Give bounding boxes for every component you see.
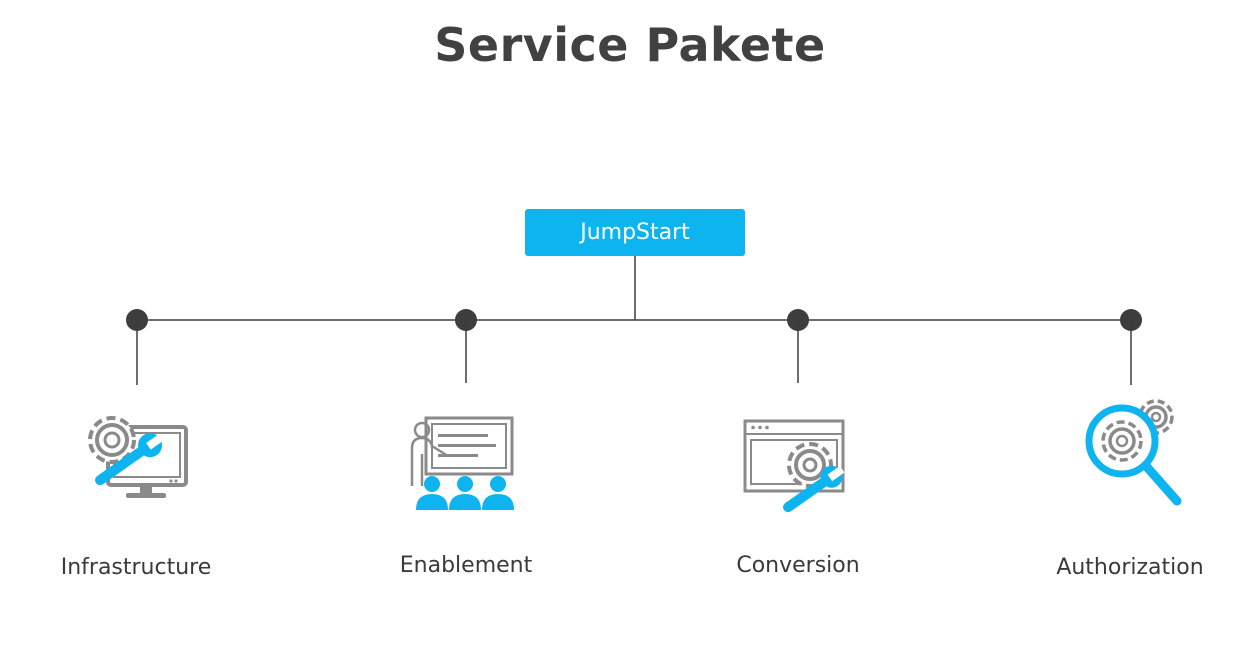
package-label-infrastructure: Infrastructure xyxy=(60,555,212,580)
presentation-audience-icon xyxy=(408,414,523,518)
package-label-conversion: Conversion xyxy=(736,553,860,578)
gear-wrench-monitor-icon xyxy=(78,405,193,514)
magnifier-gears-icon xyxy=(1080,393,1190,517)
package-label-authorization: Authorization xyxy=(1056,555,1204,580)
jumpstart-node: JumpStart xyxy=(525,209,745,256)
package-label-enablement: Enablement xyxy=(399,553,533,578)
page-title: Service Pakete xyxy=(434,18,826,72)
browser-gear-wrench-icon xyxy=(742,418,857,522)
